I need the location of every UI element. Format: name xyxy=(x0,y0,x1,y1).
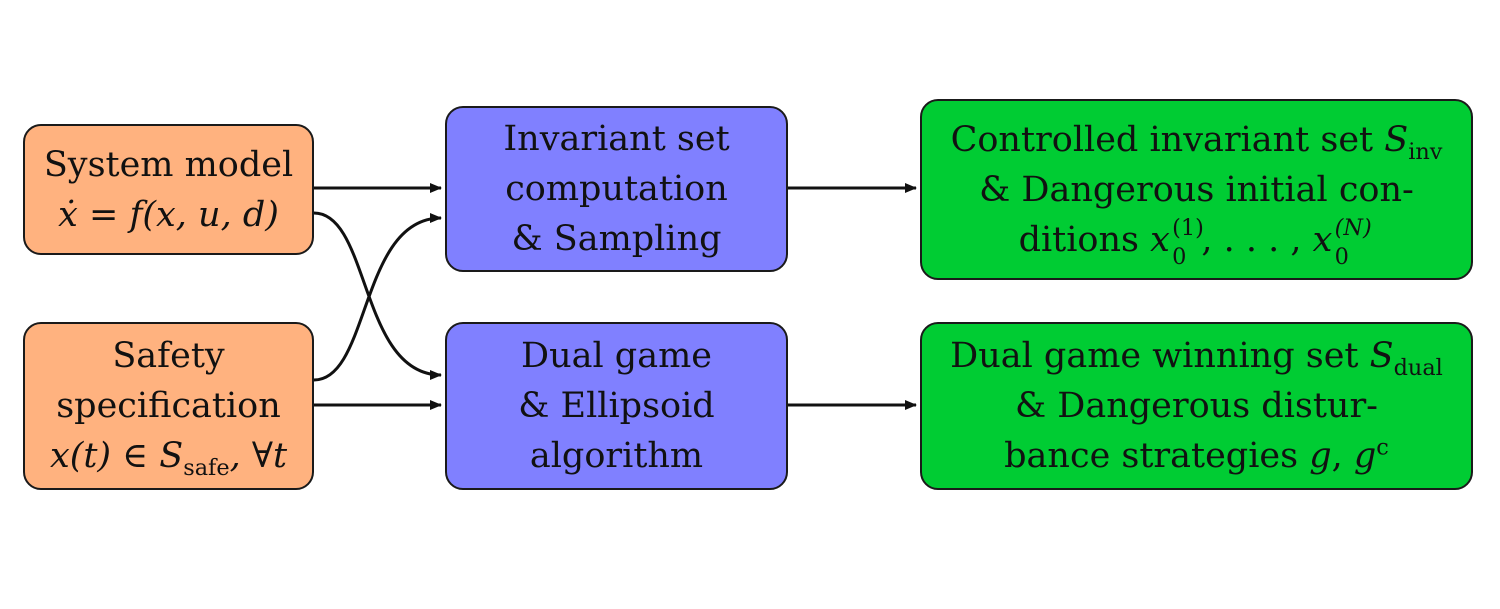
winning-line3: bance strategies g, gc xyxy=(1004,431,1389,481)
invariant-computation-box: Invariant set computation & Sampling xyxy=(445,106,788,272)
winning-line1-text: Dual game winning set xyxy=(950,336,1370,376)
safety-set-subscript: safe xyxy=(183,455,230,481)
first-superscript: (1) xyxy=(1172,215,1204,242)
invariant-line1: Invariant set xyxy=(503,119,730,159)
dual-winning-set-box: Dual game winning set Sdual & Dangerous … xyxy=(920,322,1473,490)
invariant-set-subscript: inv xyxy=(1408,138,1443,165)
last-subscript: 0 xyxy=(1334,243,1349,270)
controlled-line3-text: ditions xyxy=(1018,219,1151,260)
invariant-set-symbol: S xyxy=(1384,119,1409,160)
strategy-separator: , xyxy=(1331,436,1354,476)
controlled-invariant-box: Controlled invariant set Sinv & Dangerou… xyxy=(920,99,1473,280)
safety-specification-box: Safety specification x(t) ∈ Ssafe, ∀t xyxy=(23,322,314,490)
controlled-line2: & Dangerous initial con- xyxy=(979,169,1414,210)
equals-sign: = xyxy=(77,194,130,235)
safety-title-line1: Safety xyxy=(112,336,225,376)
first-subscript: 0 xyxy=(1172,243,1187,270)
dual-line3: algorithm xyxy=(529,436,704,476)
dual-game-box: Dual game & Ellipsoid algorithm xyxy=(445,322,788,490)
winning-line2: & Dangerous distur- xyxy=(1014,386,1379,426)
safety-title-line2: specification xyxy=(56,386,281,426)
system-model-box: System model ẋ = f(x, u, d) xyxy=(23,124,314,255)
invariant-line2: computation xyxy=(505,169,728,209)
winning-set-subscript: dual xyxy=(1393,355,1443,381)
winning-line1: Dual game winning set Sdual xyxy=(950,331,1443,381)
safety-condition: x(t) ∈ Ssafe, ∀t xyxy=(50,431,287,481)
initial-condition-first: x xyxy=(1150,219,1170,260)
system-model-title: System model xyxy=(43,144,294,185)
invariant-line3: & Sampling xyxy=(511,219,722,259)
last-superscript: (N) xyxy=(1334,215,1372,242)
state-derivative: ẋ xyxy=(58,194,78,235)
controlled-line1-text: Controlled invariant set xyxy=(950,119,1385,160)
system-model-equation: ẋ = f(x, u, d) xyxy=(58,190,279,240)
dual-line2: & Ellipsoid xyxy=(518,386,715,426)
arrow-safety-to-invariant xyxy=(313,213,442,382)
dual-line1: Dual game xyxy=(521,336,712,376)
controlled-line1: Controlled invariant set Sinv xyxy=(951,115,1443,165)
winning-line3-text: bance strategies xyxy=(1004,436,1310,476)
safety-condition-quantifier: , ∀t xyxy=(229,436,288,476)
complement-superscript: c xyxy=(1376,434,1389,461)
dynamics-function: f(x, u, d) xyxy=(129,194,279,235)
initial-condition-last: x xyxy=(1312,219,1333,260)
controlled-line3: ditions x(1)0, . . . , x(N)0 xyxy=(1018,215,1375,269)
ellipsis: , . . . , xyxy=(1201,219,1313,260)
winning-set-symbol: S xyxy=(1369,336,1394,376)
strategy-g: g xyxy=(1309,436,1332,476)
strategy-g-complement: g xyxy=(1353,436,1377,476)
arrow-system-to-dual xyxy=(313,211,442,380)
safety-condition-main: x(t) ∈ S xyxy=(49,436,184,476)
